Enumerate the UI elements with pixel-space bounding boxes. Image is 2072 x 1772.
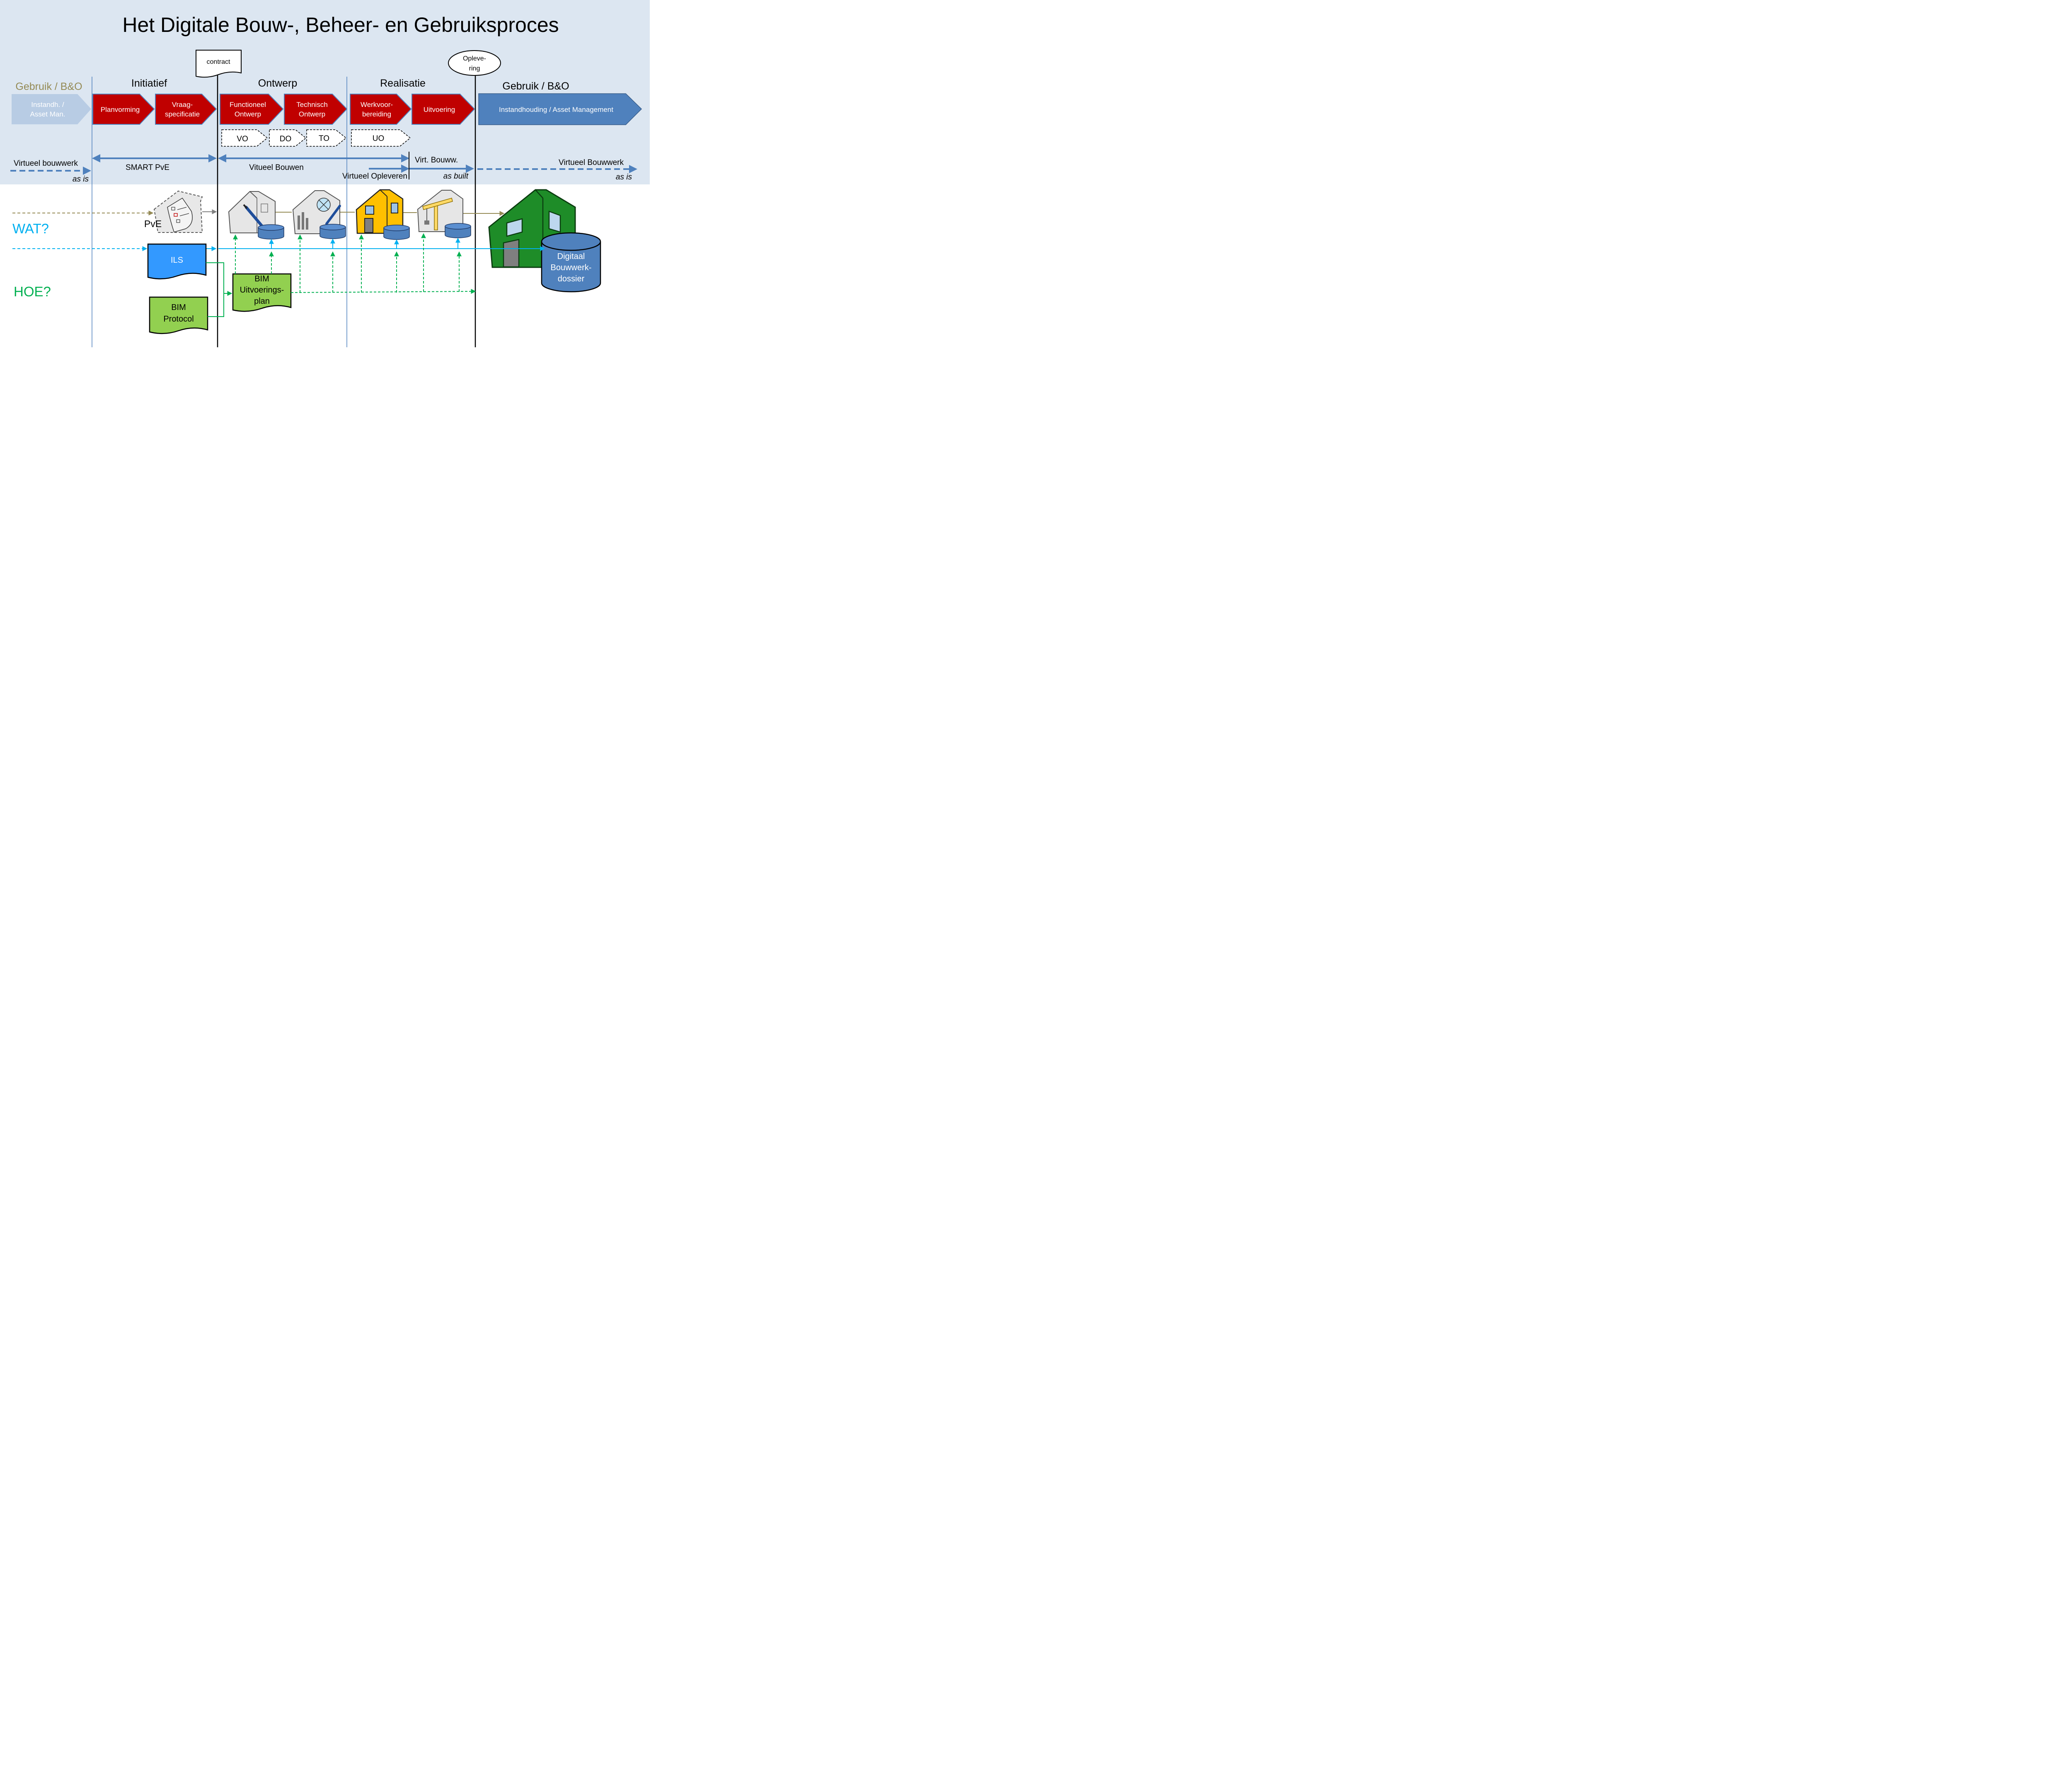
step-planvorming: Planvorming (92, 94, 155, 125)
label-as-built: as built (443, 172, 469, 181)
green-hoe-main (290, 289, 476, 294)
digitaal-bouwwerkdossier: Digitaal Bouwwerk- dossier (541, 232, 601, 293)
substep-to: TO (306, 129, 347, 147)
green-protocol-to-bim-uitv (208, 293, 224, 317)
label-as-is-left: as is (73, 175, 89, 184)
green-ils-to-bim-uitv (206, 262, 232, 296)
house-crane-icon (417, 190, 463, 232)
phase-gebruik-left: Gebruik / B&O (15, 81, 82, 92)
bim-protocol-document: BIM Protocol (149, 296, 208, 334)
top-band (0, 0, 650, 184)
process-diagram: Het Digitale Bouw-, Beheer- en Gebruiksp… (0, 0, 650, 347)
dossier-label-1: Digitaal (557, 252, 585, 261)
contract-label: contract (207, 58, 230, 65)
substep-vo: VO (221, 129, 268, 147)
bim-protocol-label-2: Protocol (163, 315, 194, 324)
step-technisch-ontwerp: Technisch Ontwerp (284, 94, 348, 125)
label-virtueel-opleveren: Virtueel Opleveren (342, 172, 407, 181)
pve-label: PvE (144, 218, 162, 229)
step-instandh-asset-man: Instandh. / Asset Man. (12, 94, 91, 124)
substep-uo-label: UO (373, 134, 385, 143)
label-vitueel-bouwen: Vitueel Bouwen (249, 163, 304, 172)
bim-protocol-label-1: BIM (171, 303, 186, 312)
phase-gebruik-right: Gebruik / B&O (502, 80, 569, 92)
oplevering-label-2: ring (469, 65, 480, 72)
step-uitvoering: Uitvoering (411, 94, 475, 125)
phase-initiatief: Initiatief (131, 77, 167, 89)
step-fo-label-2: Ontwerp (235, 110, 261, 118)
step-to-label-1: Technisch (296, 101, 328, 109)
substep-to-label: TO (319, 134, 329, 143)
house-design-pen-icon (228, 191, 276, 233)
pve-house-document-icon (153, 190, 203, 233)
substep-do-label: DO (280, 135, 292, 143)
bim-uitv-label-3: plan (254, 297, 270, 306)
substep-do: DO (269, 129, 307, 147)
step-vraag-label-2: specificatie (165, 110, 200, 118)
row-label-wat: WAT? (12, 221, 49, 236)
dossier-label-3: dossier (558, 274, 585, 283)
dossier-label-2: Bouwwerk- (551, 263, 592, 272)
step-instandhouding-label: Instandhouding / Asset Management (499, 106, 613, 114)
label-smart-pve: SMART PvE (126, 163, 169, 172)
label-virtueel-bouwwerk: Virtueel bouwwerk (14, 159, 78, 168)
row-label-hoe: HOE? (14, 284, 51, 299)
oplevering-milestone: Opleve- ring (448, 50, 501, 76)
oplevering-label-1: Opleve- (463, 55, 486, 62)
model-database-icon-wvb (383, 225, 410, 240)
page-title: Het Digitale Bouw-, Beheer- en Gebruiksp… (122, 13, 559, 36)
step-uitvoering-label: Uitvoering (424, 106, 455, 114)
bim-uitvoeringsplan-document: BIM Uitvoerings- plan (232, 273, 292, 312)
step-vraagspecificatie: Vraag- specificatie (155, 94, 217, 125)
model-database-icon-fo (258, 224, 284, 240)
model-database-icon-to (320, 224, 346, 239)
phase-realisatie: Realisatie (380, 77, 426, 89)
step-instandh-label-2: Asset Man. (30, 110, 65, 118)
house-technical-icon (292, 190, 341, 234)
step-instandhouding-asset-management: Instandhouding / Asset Management (478, 93, 642, 125)
label-virtueel-bouwwerk-right: Virtueel Bouwwerk (559, 158, 624, 167)
step-planvorming-label: Planvorming (101, 106, 140, 114)
step-instandh-label-1: Instandh. / (31, 101, 64, 109)
model-database-icon-uitv (445, 223, 471, 238)
substep-vo-label: VO (237, 135, 248, 143)
bim-uitv-label-1: BIM (254, 274, 269, 283)
label-as-is-right: as is (616, 173, 632, 182)
substep-uo: UO (351, 129, 411, 147)
label-virt-bouww: Virt. Bouww. (415, 156, 458, 165)
bim-uitv-label-2: Uitvoerings- (240, 286, 284, 295)
ils-document: ILS (147, 243, 207, 280)
phase-ontwerp: Ontwerp (258, 77, 297, 89)
step-vraag-label-1: Vraag- (172, 101, 193, 109)
step-wvb-label-2: bereiding (362, 110, 391, 118)
step-wvb-label-1: Werkvoor- (361, 101, 393, 109)
step-functioneel-ontwerp: Functioneel Ontwerp (220, 94, 284, 125)
contract-milestone: contract (196, 50, 242, 78)
step-fo-label-1: Functioneel (230, 101, 266, 109)
ils-label: ILS (171, 256, 183, 265)
step-to-label-2: Ontwerp (299, 110, 325, 118)
step-werkvoorbereiding: Werkvoor- bereiding (350, 94, 412, 125)
house-yellow-icon (356, 189, 404, 234)
